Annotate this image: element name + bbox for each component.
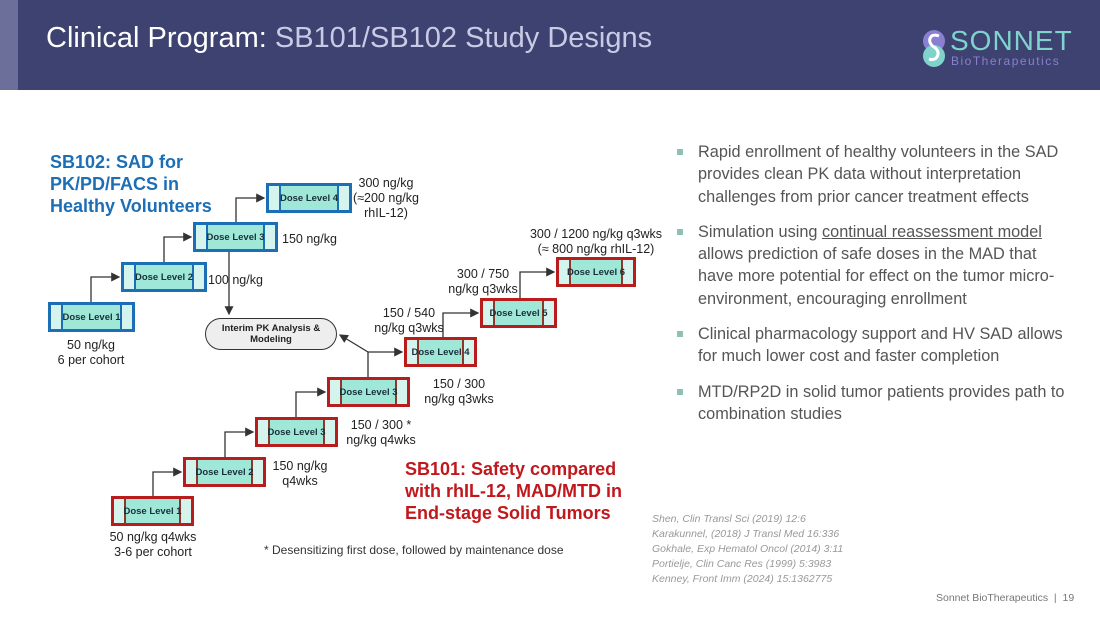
sb102-label-4: 300 ng/kg (≈200 ng/kg rhIL-12) xyxy=(353,176,419,220)
sb102-label-3: 150 ng/kg xyxy=(282,232,337,246)
references: Shen, Clin Transl Sci (2019) 12:6 Karaku… xyxy=(652,512,843,587)
interim-pk-analysis: Interim PK Analysis & Modeling xyxy=(205,318,337,350)
reference: Shen, Clin Transl Sci (2019) 12:6 xyxy=(652,513,806,525)
sb101-dose-level-1: Dose Level 1 xyxy=(111,496,194,526)
sb101-dose-level-2: Dose Level 2 xyxy=(183,457,266,487)
bullet-item: Rapid enrollment of healthy volunteers i… xyxy=(676,141,1076,208)
footer: Sonnet BioTherapeutics | 19 xyxy=(936,592,1074,604)
header-bar xyxy=(0,0,1100,90)
reference: Portielje, Clin Canc Res (1999) 5:3983 xyxy=(652,558,832,570)
reference: Gokhale, Exp Hematol Oncol (2014) 3:11 xyxy=(652,543,844,555)
logo-sub: BioTherapeutics xyxy=(951,54,1061,68)
reference: Kenney, Front Imm (2024) 15:1362775 xyxy=(652,573,833,585)
sb101-label-5: 150 / 540 ng/kg q3wks xyxy=(374,306,444,335)
footnote: * Desensitizing first dose, followed by … xyxy=(264,543,564,557)
sb101-dose-level-3b: Dose Level 3 xyxy=(327,377,410,407)
header-accent xyxy=(0,0,18,90)
title-rest: SB101/SB102 Study Designs xyxy=(266,22,653,54)
sb102-dose-level-2: Dose Level 2 xyxy=(121,262,207,292)
flow-arrows xyxy=(90,193,556,496)
title-bold: Clinical Program: xyxy=(46,22,267,54)
sb101-dose-level-6: Dose Level 6 xyxy=(556,257,636,287)
sb102-dose-level-3: Dose Level 3 xyxy=(193,222,278,252)
sb101-dose-level-4: Dose Level 4 xyxy=(404,337,477,367)
sb102-dose-level-4: Dose Level 4 xyxy=(266,183,352,213)
page-title: Clinical Program: SB101/SB102 Study Desi… xyxy=(46,22,652,55)
sb101-label-4: 150 / 300 ng/kg q3wks xyxy=(424,377,494,406)
sb102-label-2: 100 ng/kg xyxy=(208,273,263,287)
sb101-label-3: 150 / 300 * ng/kg q4wks xyxy=(346,418,416,447)
sb101-heading: SB101: Safety compared with rhIL-12, MAD… xyxy=(405,459,622,523)
page-number: 19 xyxy=(1062,592,1075,604)
sb102-label-1: 50 ng/kg 6 per cohort xyxy=(57,338,125,367)
sb101-label-1: 50 ng/kg q4wks 3-6 per cohort xyxy=(109,530,197,559)
sb102-dose-level-1: Dose Level 1 xyxy=(48,302,135,332)
sb101-label-7: 300 / 1200 ng/kg q3wks (≈ 800 ng/kg rhIL… xyxy=(529,227,663,256)
logo-name: SONNET xyxy=(950,25,1073,56)
bullet-list: Rapid enrollment of healthy volunteers i… xyxy=(676,141,1076,438)
footer-company: Sonnet BioTherapeutics xyxy=(936,592,1049,604)
sb101-dose-level-5: Dose Level 5 xyxy=(480,298,557,328)
bullet-item: Clinical pharmacology support and HV SAD… xyxy=(676,323,1076,368)
bullet-item: Simulation using continual reassessment … xyxy=(676,221,1076,310)
footer-separator: | xyxy=(1053,592,1057,604)
logo-s-icon xyxy=(923,30,945,67)
reference: Karakunnel, (2018) J Transl Med 16:336 xyxy=(652,528,840,540)
sb102-heading: SB102: SAD for PK/PD/FACS in Healthy Vol… xyxy=(50,152,212,216)
sonnet-logo: SONNET BioTherapeutics xyxy=(920,25,1080,70)
sb101-label-2: 150 ng/kg q4wks xyxy=(272,459,328,488)
sb101-label-6: 300 / 750 ng/kg q3wks xyxy=(448,267,518,296)
crm-link[interactable]: continual reassessment model xyxy=(822,222,1042,241)
bullet-item: MTD/RP2D in solid tumor patients provide… xyxy=(676,381,1076,426)
sb101-dose-level-3a: Dose Level 3 xyxy=(255,417,338,447)
